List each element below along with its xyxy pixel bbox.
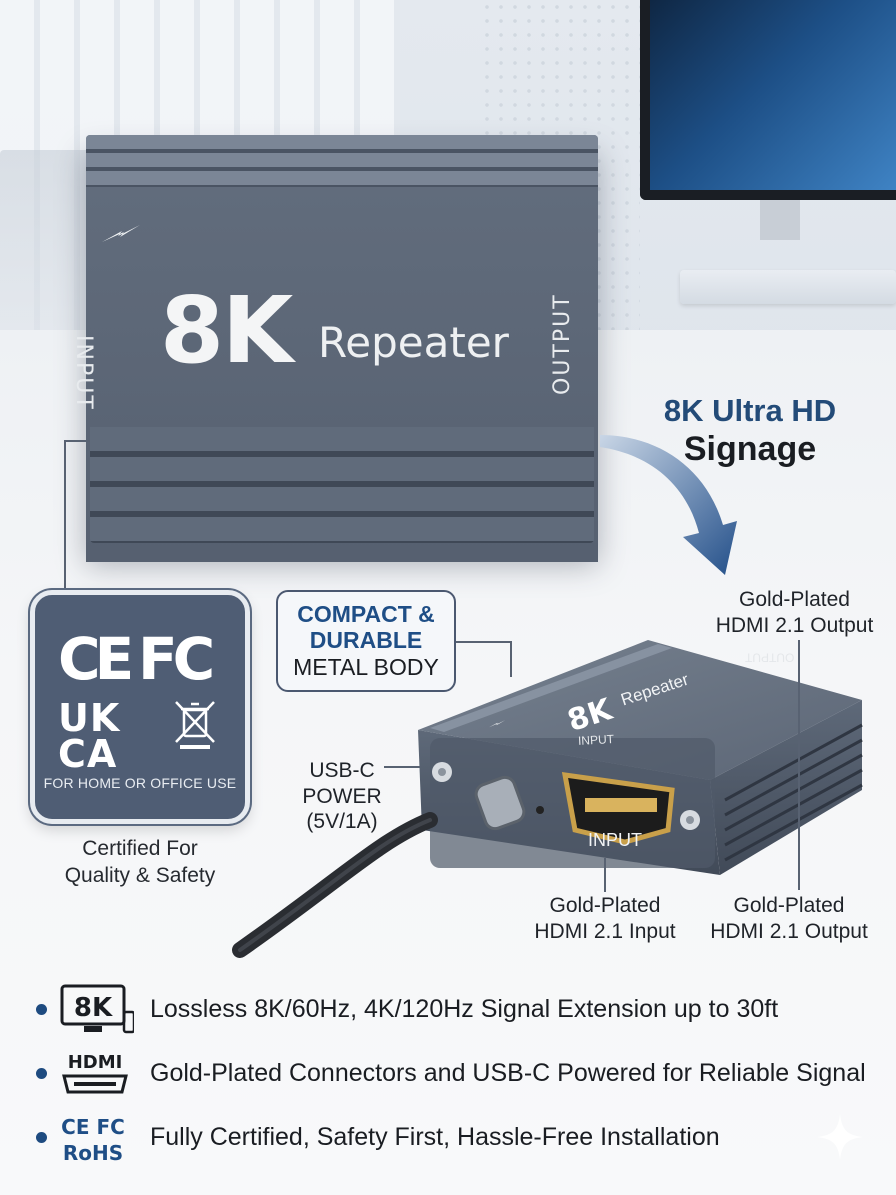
bullet-dot [36, 1132, 47, 1143]
connector-line [510, 641, 512, 677]
ukca-mark: UK CA [58, 699, 128, 773]
bullet-dot [36, 1068, 47, 1079]
feature-text: Lossless 8K/60Hz, 4K/120Hz Signal Extens… [150, 995, 779, 1023]
weee-bin-icon [175, 701, 215, 749]
callout-output-top: Gold-Plated HDMI 2.1 Output [712, 587, 877, 638]
connector-line [604, 858, 606, 892]
certification-panel [30, 590, 250, 824]
feature-text: Gold-Plated Connectors and USB-C Powered… [150, 1059, 866, 1087]
feature-row: 8K Lossless 8K/60Hz, 4K/120Hz Signal Ext… [30, 982, 880, 1038]
connector-line [456, 641, 511, 643]
repeater-device-large [86, 135, 598, 562]
repeater-device-small [418, 640, 863, 875]
callout-input-line1: Gold-Plated [549, 894, 661, 917]
connector-line [798, 640, 800, 890]
device-model-word: Repeater [318, 318, 509, 367]
callout-input: Gold-Plated HDMI 2.1 Input [525, 893, 685, 944]
headline: 8K Ultra HD Signage [620, 393, 880, 469]
background-monitor-stand [760, 200, 800, 240]
ukca-line2: CA [58, 732, 118, 777]
cert-footer-text: FOR HOME OR OFFICE USE [43, 775, 237, 791]
8k-icon-text: 8K [74, 993, 113, 1023]
cert-caption-line2: Quality & Safety [64, 864, 216, 888]
hdmi-icon-text: HDMI [68, 1052, 123, 1073]
cert-caption: Certified For Quality & Safety [40, 835, 240, 890]
background-monitor [640, 0, 896, 200]
8k-monitor-icon: 8K [60, 984, 134, 1034]
callout-output-bottom-line1: Gold-Plated [733, 894, 845, 917]
compact-line2: DURABLE [309, 627, 423, 654]
connector-line [64, 440, 90, 442]
feature-row: CE FC RoHS Fully Certified, Safety First… [30, 1110, 880, 1166]
sparkle-icon [817, 1114, 863, 1160]
callout-usbc: USB-C POWER (5V/1A) [292, 758, 392, 835]
device-model-8k: 8K [160, 277, 293, 384]
compact-durable-callout: COMPACT & DURABLE METAL BODY [276, 590, 456, 692]
small-device-output-top: OUTPUT [745, 650, 795, 665]
callout-usbc-line1: USB-C [309, 759, 375, 782]
callout-usbc-line3: (5V/1A) [306, 810, 378, 834]
headline-line1: 8K Ultra HD [663, 393, 837, 428]
callout-output-bottom-line2: HDMI 2.1 Output [710, 919, 868, 943]
connector-line [384, 766, 420, 768]
device-output-label: OUTPUT [550, 293, 575, 395]
heat-fins-bottom [90, 427, 594, 543]
ce-mark: CE [58, 625, 134, 693]
ukca-line1: UK [58, 696, 121, 740]
cert-icon-text-1: CE FC [61, 1115, 125, 1139]
heat-fins-top [86, 135, 598, 187]
power-bolt-icon [102, 225, 140, 242]
feature-text: Fully Certified, Safety First, Hassle-Fr… [150, 1123, 720, 1151]
callout-usbc-line2: POWER [302, 784, 382, 808]
cert-logos-icon: CE FC RoHS [61, 1115, 125, 1165]
device-input-label: INPUT [71, 335, 96, 411]
bullet-dot [36, 1004, 47, 1015]
callout-output-bottom: Gold-Plated HDMI 2.1 Output [703, 893, 875, 944]
callout-input-line2: HDMI 2.1 Input [534, 919, 676, 943]
usb-c-cable [232, 812, 438, 958]
callout-output-top-line2: HDMI 2.1 Output [715, 613, 874, 637]
compact-line1: COMPACT & [297, 601, 435, 627]
cert-icon-text-2: RoHS [63, 1141, 123, 1165]
small-device-input-port-label: INPUT [588, 830, 642, 850]
fcc-mark: FC [138, 625, 215, 693]
background-keyboard [680, 270, 896, 304]
curved-arrow-icon [600, 435, 737, 575]
compact-line3: METAL BODY [293, 653, 439, 680]
connector-line [64, 440, 66, 590]
callout-output-top-line1: Gold-Plated [739, 588, 850, 611]
power-bolt-icon [488, 720, 506, 728]
feature-row: HDMI Gold-Plated Connectors and USB-C Po… [30, 1046, 880, 1102]
small-device-input-top: INPUT [577, 732, 615, 748]
cert-caption-line1: Certified For [82, 837, 198, 860]
hdmi-logo-icon: HDMI [62, 1052, 128, 1094]
headline-line2: Signage [683, 429, 817, 468]
